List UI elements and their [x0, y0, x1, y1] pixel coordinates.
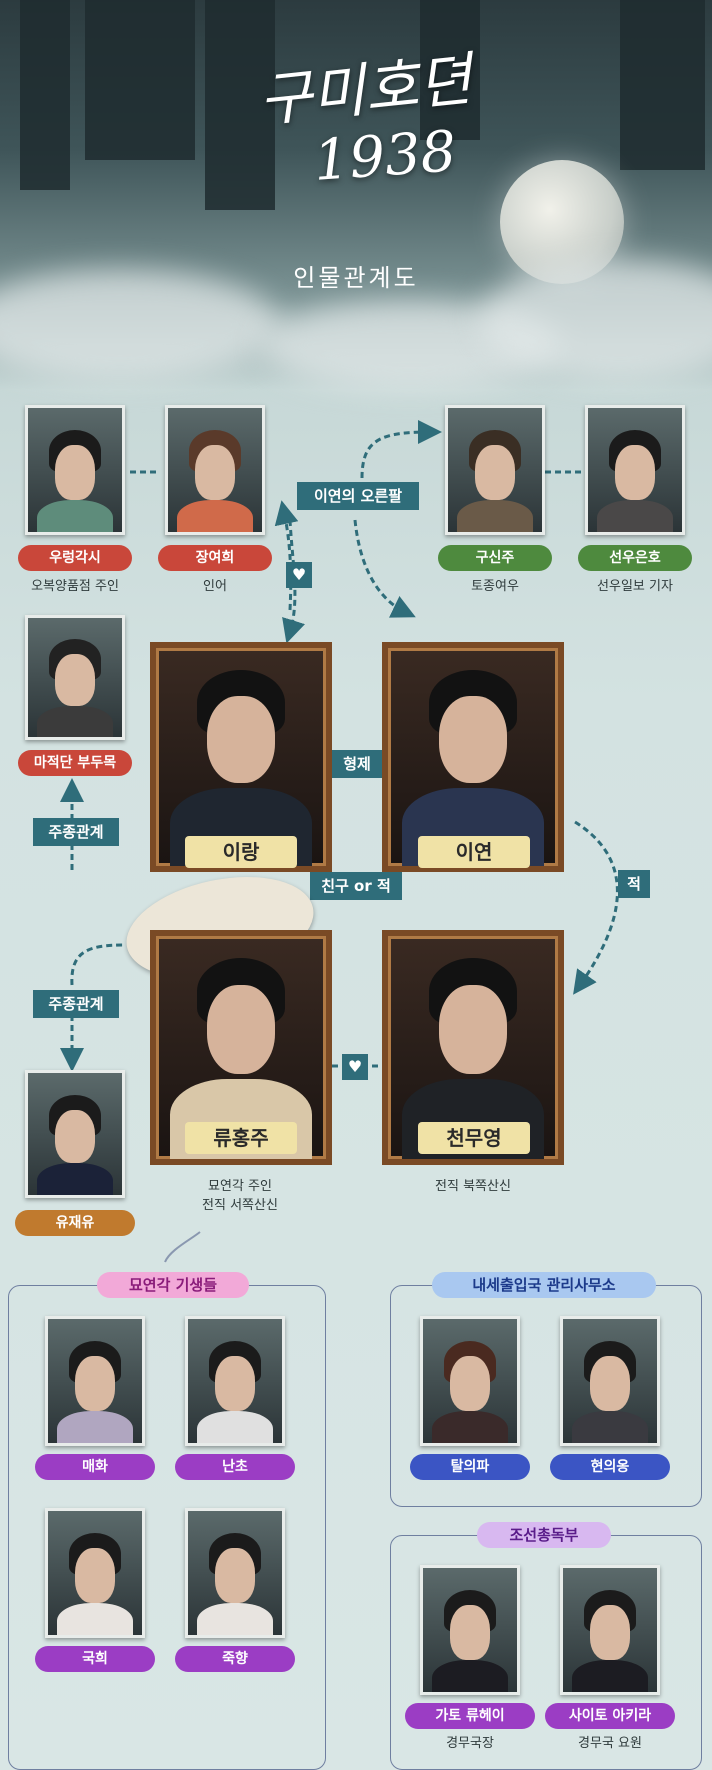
group-gisaeng-title: 묘연각 기생들	[97, 1272, 249, 1298]
name-tag-woorung: 우렁각시	[18, 545, 132, 571]
arrow	[274, 500, 299, 611]
desc-gusinju: 토종여우	[471, 579, 519, 594]
name-tag-gusinju: 구신주	[438, 545, 552, 571]
arrow	[360, 420, 442, 479]
relation-label-master-servant-1: 주종관계	[33, 818, 119, 846]
name-tag-irang: 이랑	[185, 836, 297, 868]
name-tag-saito: 사이토 아키라	[545, 1703, 675, 1729]
building-silhouette	[85, 0, 195, 160]
portrait-yujaeyu	[25, 1070, 125, 1198]
portrait-gukhee	[45, 1508, 145, 1638]
portrait-hyeonuiong	[560, 1316, 660, 1446]
cloud	[0, 270, 280, 380]
name-tag-seonwooeunho: 선우은호	[578, 545, 692, 571]
relation-label-brothers: 형제	[332, 750, 382, 778]
name-tag-jangyeohee: 장여희	[158, 545, 272, 571]
heart-icon: ♥	[342, 1054, 368, 1080]
desc-cheonmuyeong: 전직 북쪽산신	[435, 1179, 511, 1194]
desc-ryuhongju-2: 전직 서쪽산신	[202, 1198, 278, 1213]
building-silhouette	[620, 0, 705, 170]
desc-seonwooeunho: 선우일보 기자	[597, 579, 673, 594]
relation-label-enemy: 적	[618, 870, 650, 898]
portrait-kato	[420, 1565, 520, 1695]
portrait-majeokdan	[25, 615, 125, 740]
desc-ryuhongju-1: 묘연각 주인	[208, 1179, 272, 1194]
arrow	[70, 943, 126, 986]
arrow	[573, 820, 619, 995]
portrait-saito	[560, 1565, 660, 1695]
portrait-jangyeohee	[165, 405, 265, 535]
desc-saito: 경무국 요원	[578, 1736, 642, 1751]
heart-icon: ♥	[286, 562, 312, 588]
name-tag-nancho: 난초	[175, 1454, 295, 1480]
portrait-seonwooeunho	[585, 405, 685, 535]
name-tag-maehwa: 매화	[35, 1454, 155, 1480]
name-tag-iyeon: 이연	[418, 836, 530, 868]
arrow	[282, 519, 306, 644]
name-tag-jukhyang: 죽향	[175, 1646, 295, 1672]
desc-woorung: 오복양품점 주인	[31, 579, 119, 594]
arrow	[353, 519, 416, 618]
portrait-nancho	[185, 1316, 285, 1446]
relation-label-friend-or-enemy: 친구 or 적	[310, 872, 402, 900]
name-tag-ryuhongju: 류홍주	[185, 1122, 297, 1154]
building-silhouette	[420, 0, 480, 140]
portrait-woorung	[25, 405, 125, 535]
relation-label-master-servant-2: 주종관계	[33, 990, 119, 1018]
portrait-jukhyang	[185, 1508, 285, 1638]
building-silhouette	[20, 0, 70, 190]
cloud	[480, 260, 712, 380]
portrait-maehwa	[45, 1316, 145, 1446]
connector-line	[164, 1231, 201, 1263]
page-subtitle: 인물관계도	[293, 264, 419, 292]
name-tag-taluipa: 탈의파	[410, 1454, 530, 1480]
name-tag-cheonmuyeong: 천무영	[418, 1122, 530, 1154]
relation-label-right-arm: 이연의 오른팔	[297, 482, 419, 510]
desc-kato: 경무국장	[446, 1736, 494, 1751]
building-silhouette	[205, 0, 275, 210]
name-tag-majeokdan: 마적단 부두목	[18, 750, 132, 776]
portrait-taluipa	[420, 1316, 520, 1446]
portrait-gusinju	[445, 405, 545, 535]
name-tag-hyeonuiong: 현의옹	[550, 1454, 670, 1480]
name-tag-gukhee: 국희	[35, 1646, 155, 1672]
portrait-cheonmuyeong	[382, 930, 564, 1165]
name-tag-kato: 가토 류헤이	[405, 1703, 535, 1729]
group-immigration-title: 내세출입국 관리사무소	[432, 1272, 656, 1298]
group-governor-title: 조선총독부	[477, 1522, 611, 1548]
name-tag-yujaeyu: 유재유	[15, 1210, 135, 1236]
desc-jangyeohee: 인어	[203, 579, 227, 594]
